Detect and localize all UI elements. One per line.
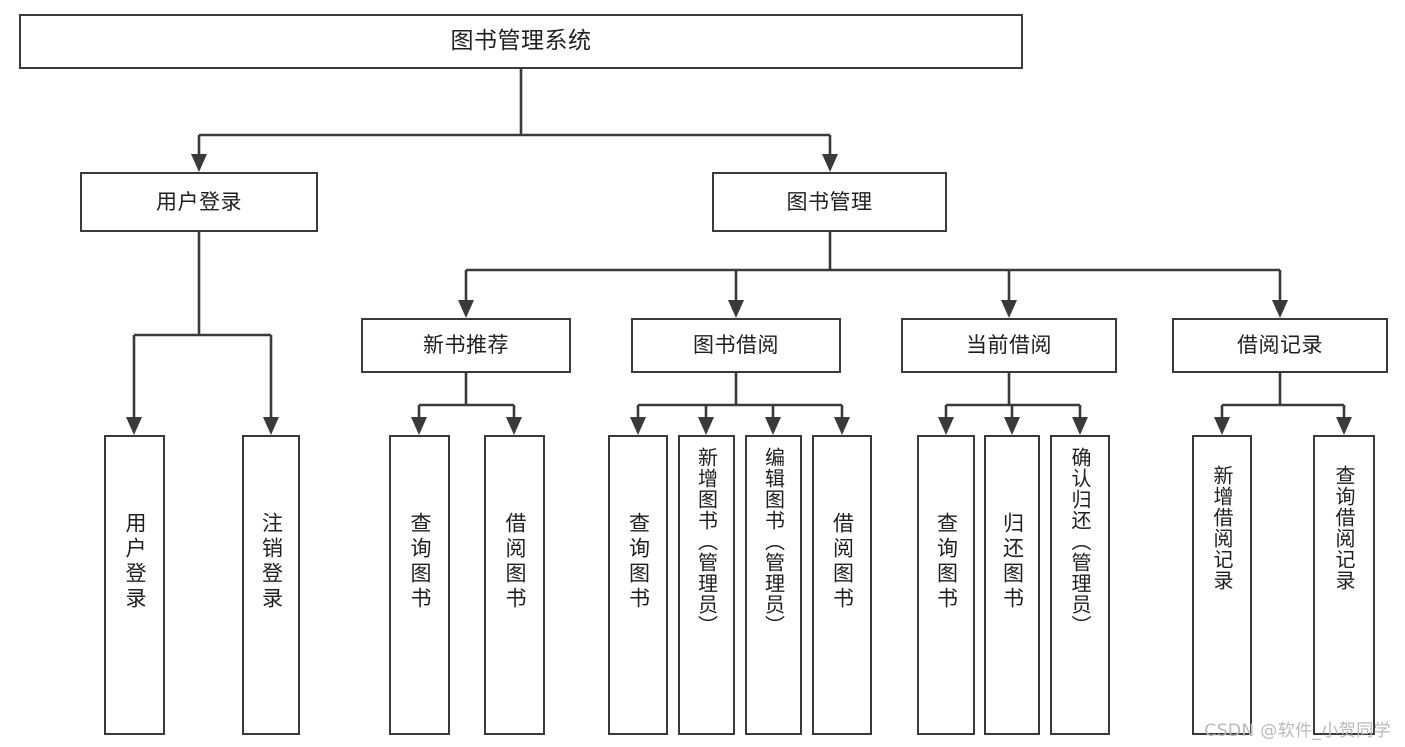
node-leaf-query-book-3[interactable]: 查询图书 [917,435,975,735]
arrow-new-book [458,300,474,318]
node-leaf-user-logout[interactable]: 注销登录 [242,435,300,735]
node-leaf-edit-book-label: 编辑图书（管理员） [761,447,786,636]
node-leaf-user-login-label: 用户登录 [123,512,147,612]
node-leaf-add-book-label: 新增图书（管理员） [694,447,719,636]
arrow-leaf-borrow-book-1 [506,417,522,435]
node-leaf-confirm-return[interactable]: 确认归还（管理员） [1050,435,1110,735]
node-borrow-record-label: 借阅记录 [1237,333,1323,358]
node-leaf-confirm-return-label: 确认归还（管理员） [1068,447,1092,636]
node-leaf-return-book-label: 归还图书 [1000,512,1025,612]
arrow-leaf-confirm-return [1072,417,1088,435]
node-leaf-user-login[interactable]: 用户登录 [104,435,165,735]
node-leaf-query-book-1-label: 查询图书 [408,512,432,612]
node-current-borrow-label: 当前借阅 [966,333,1052,358]
arrow-leaf-borrow-book-2 [834,417,850,435]
arrow-leaf-query-book-2 [630,417,646,435]
node-book-manage[interactable]: 图书管理 [712,172,947,232]
node-root[interactable]: 图书管理系统 [19,14,1023,69]
node-new-book-recommend[interactable]: 新书推荐 [361,318,571,373]
node-leaf-query-book-2-label: 查询图书 [626,512,651,612]
watermark-text: CSDN @软件_小贺同学 [1204,721,1391,741]
arrow-borrow-record [1272,300,1288,318]
arrow-current-borrow [1001,300,1017,318]
node-leaf-edit-book[interactable]: 编辑图书（管理员） [745,435,802,735]
node-user-login-label: 用户登录 [156,189,242,214]
node-leaf-borrow-book-1-label: 借阅图书 [503,512,527,612]
node-book-manage-label: 图书管理 [786,189,873,214]
node-new-book-recommend-label: 新书推荐 [423,333,509,358]
node-leaf-borrow-book-1[interactable]: 借阅图书 [484,435,545,735]
node-book-borrow[interactable]: 图书借阅 [631,318,841,373]
node-leaf-query-book-1[interactable]: 查询图书 [389,435,450,735]
node-root-label: 图书管理系统 [450,27,592,54]
node-current-borrow[interactable]: 当前借阅 [901,318,1117,373]
arrow-user-login [191,154,207,172]
node-borrow-record[interactable]: 借阅记录 [1172,318,1388,373]
arrow-leaf-query-book-3 [938,417,954,435]
arrow-leaf-query-record [1336,417,1352,435]
node-leaf-query-record-label: 查询借阅记录 [1332,465,1356,591]
node-user-login[interactable]: 用户登录 [80,172,318,232]
node-leaf-add-record-label: 新增借阅记录 [1210,465,1234,591]
node-leaf-user-logout-label: 注销登录 [259,512,284,612]
node-leaf-borrow-book-2[interactable]: 借阅图书 [812,435,872,735]
node-leaf-return-book[interactable]: 归还图书 [984,435,1040,735]
arrow-leaf-add-record [1214,417,1230,435]
arrow-leaf-user-logout [263,417,279,435]
node-book-borrow-label: 图书借阅 [693,333,779,358]
node-leaf-query-book-2[interactable]: 查询图书 [608,435,668,735]
node-leaf-query-book-3-label: 查询图书 [934,512,959,612]
arrow-leaf-edit-book [765,417,781,435]
arrow-book-borrow [728,300,744,318]
node-leaf-add-book[interactable]: 新增图书（管理员） [678,435,735,735]
arrow-leaf-return-book [1004,417,1020,435]
arrow-leaf-query-book-1 [411,417,427,435]
arrow-book-manage [822,154,838,172]
arrow-leaf-user-login [126,417,142,435]
node-leaf-borrow-book-2-label: 借阅图书 [830,512,855,612]
arrow-leaf-add-book [698,417,714,435]
node-leaf-add-record[interactable]: 新增借阅记录 [1192,435,1252,735]
node-leaf-query-record[interactable]: 查询借阅记录 [1313,435,1375,735]
